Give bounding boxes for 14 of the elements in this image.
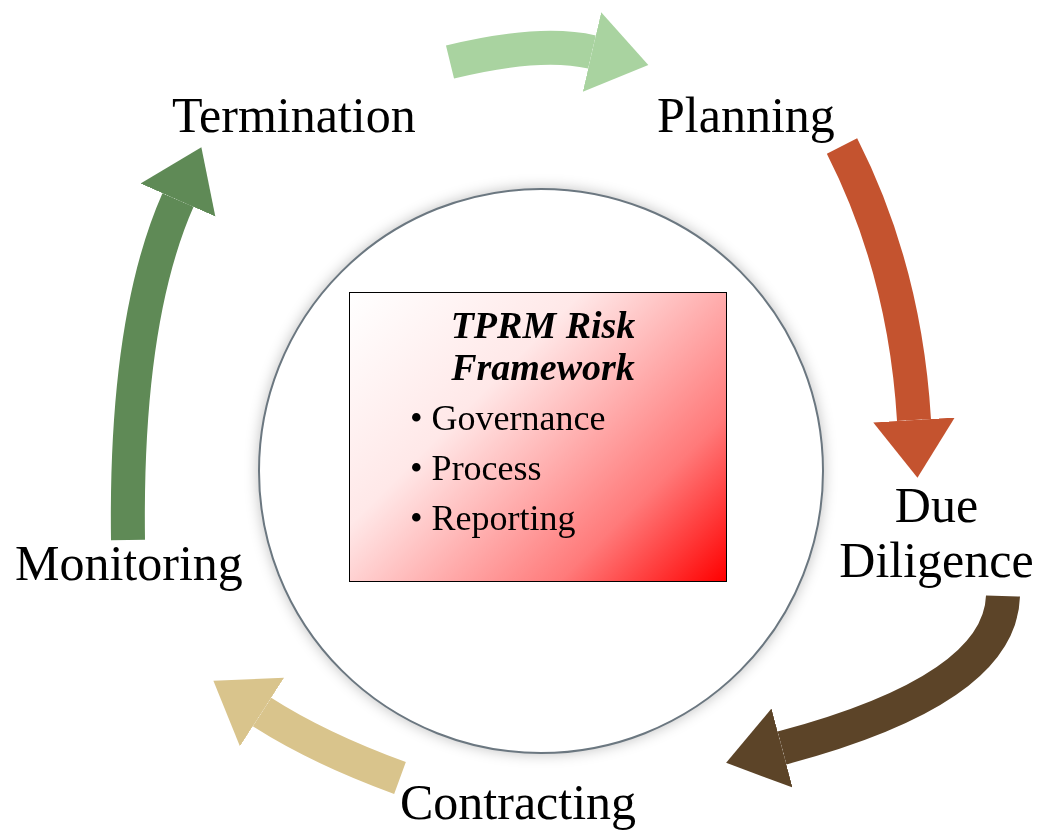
stage-label: Monitoring <box>15 536 243 591</box>
arrow <box>826 138 955 478</box>
stage-label: Termination <box>172 88 416 143</box>
framework-box <box>349 292 727 582</box>
bullet-item: • Reporting <box>410 497 577 541</box>
stage-label: Due Diligence <box>834 478 1039 588</box>
stage-label: Planning <box>657 88 835 143</box>
bullet-item: • Governance <box>410 396 607 440</box>
arrow <box>213 677 406 794</box>
arrow <box>110 146 216 541</box>
bullet-item: • Process <box>410 447 543 490</box>
arrow <box>446 11 649 93</box>
box-title: TPRM Risk Framework <box>449 305 637 389</box>
stage-label: Contracting <box>400 775 637 830</box>
